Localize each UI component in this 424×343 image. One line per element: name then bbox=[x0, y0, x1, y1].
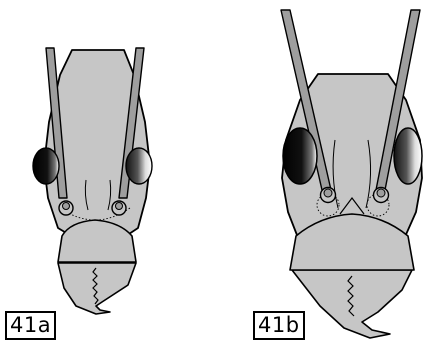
eye-right-41a bbox=[126, 148, 152, 184]
mandible-41a bbox=[58, 263, 136, 314]
eye-left-41b bbox=[283, 128, 317, 184]
panel-label-41b: 41b bbox=[253, 311, 305, 340]
head-41a bbox=[33, 48, 152, 314]
antennal-socket-inner-right-41b bbox=[377, 189, 385, 197]
antennal-socket-inner-left-41b bbox=[324, 189, 332, 197]
antennal-socket-inner-right-41a bbox=[116, 203, 123, 210]
antennal-socket-inner-left-41a bbox=[63, 203, 70, 210]
head-41b bbox=[281, 10, 422, 338]
mandible-41b bbox=[292, 270, 412, 338]
eye-right-41b bbox=[394, 128, 422, 184]
eye-left-41a bbox=[33, 148, 59, 184]
panel-label-41a: 41a bbox=[5, 311, 56, 340]
